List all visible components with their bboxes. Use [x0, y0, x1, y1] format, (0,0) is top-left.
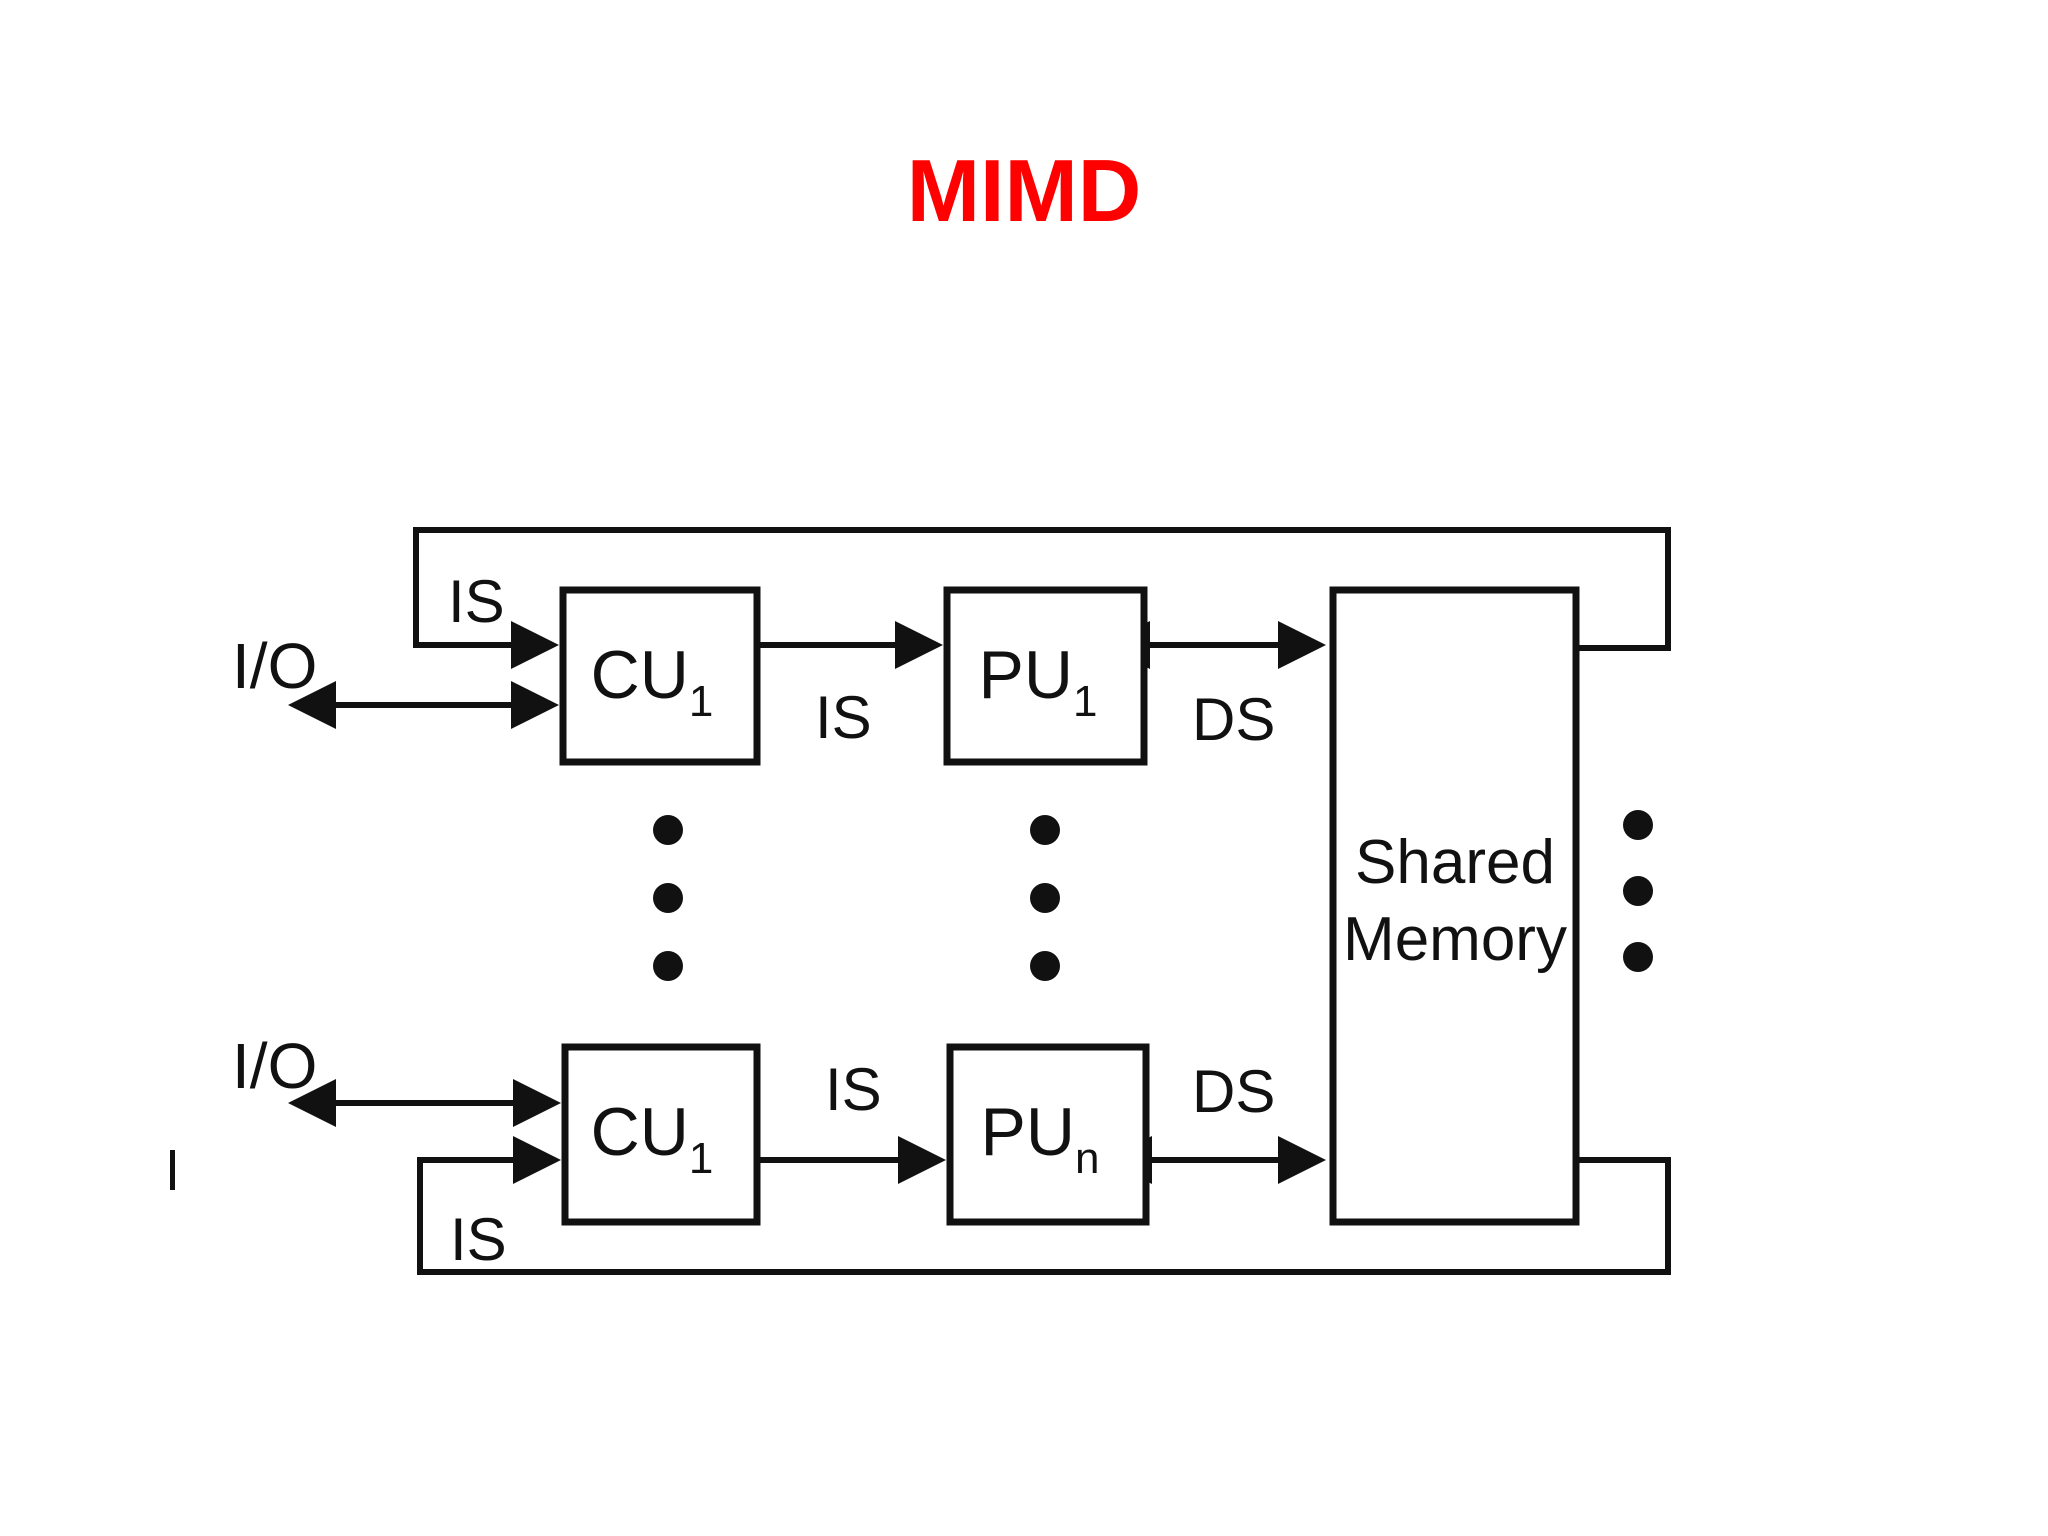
- top-is-in-label: IS: [448, 568, 505, 635]
- loop-ellipsis-dots: [1623, 810, 1653, 972]
- cu-ellipsis-dots: [653, 815, 683, 981]
- bottom-is-loop-line: [417, 1136, 1671, 1275]
- bottom-cu-pu-is-label: IS: [825, 1056, 882, 1123]
- pu-top-label: PU1: [979, 637, 1098, 726]
- top-io-label: I/O: [232, 630, 317, 702]
- pu-bottom-label: PUn: [981, 1094, 1100, 1183]
- cu-bottom-label: CU1: [591, 1094, 714, 1183]
- top-ds-label: DS: [1192, 686, 1275, 753]
- cu-box-bottom: [561, 1043, 761, 1226]
- stray-mark: [170, 1150, 175, 1190]
- pu-box-top: [943, 586, 1148, 766]
- pu-box-bottom: [946, 1043, 1150, 1226]
- bottom-is-in-label: IS: [450, 1206, 507, 1273]
- slide-title: MIMD: [906, 141, 1142, 240]
- bottom-io-label: I/O: [232, 1030, 317, 1102]
- pu-ellipsis-dots: [1030, 815, 1060, 981]
- top-is-loop-line: [413, 527, 1671, 669]
- memory-label-line2: Memory: [1343, 905, 1567, 974]
- cu-top-label: CU1: [591, 637, 714, 726]
- memory-label-line1: Shared: [1355, 828, 1555, 897]
- shared-memory-box: [1329, 586, 1580, 1226]
- cu-box-top: [559, 586, 761, 766]
- bottom-ds-label: DS: [1192, 1058, 1275, 1125]
- top-cu-pu-is-label: IS: [815, 684, 872, 751]
